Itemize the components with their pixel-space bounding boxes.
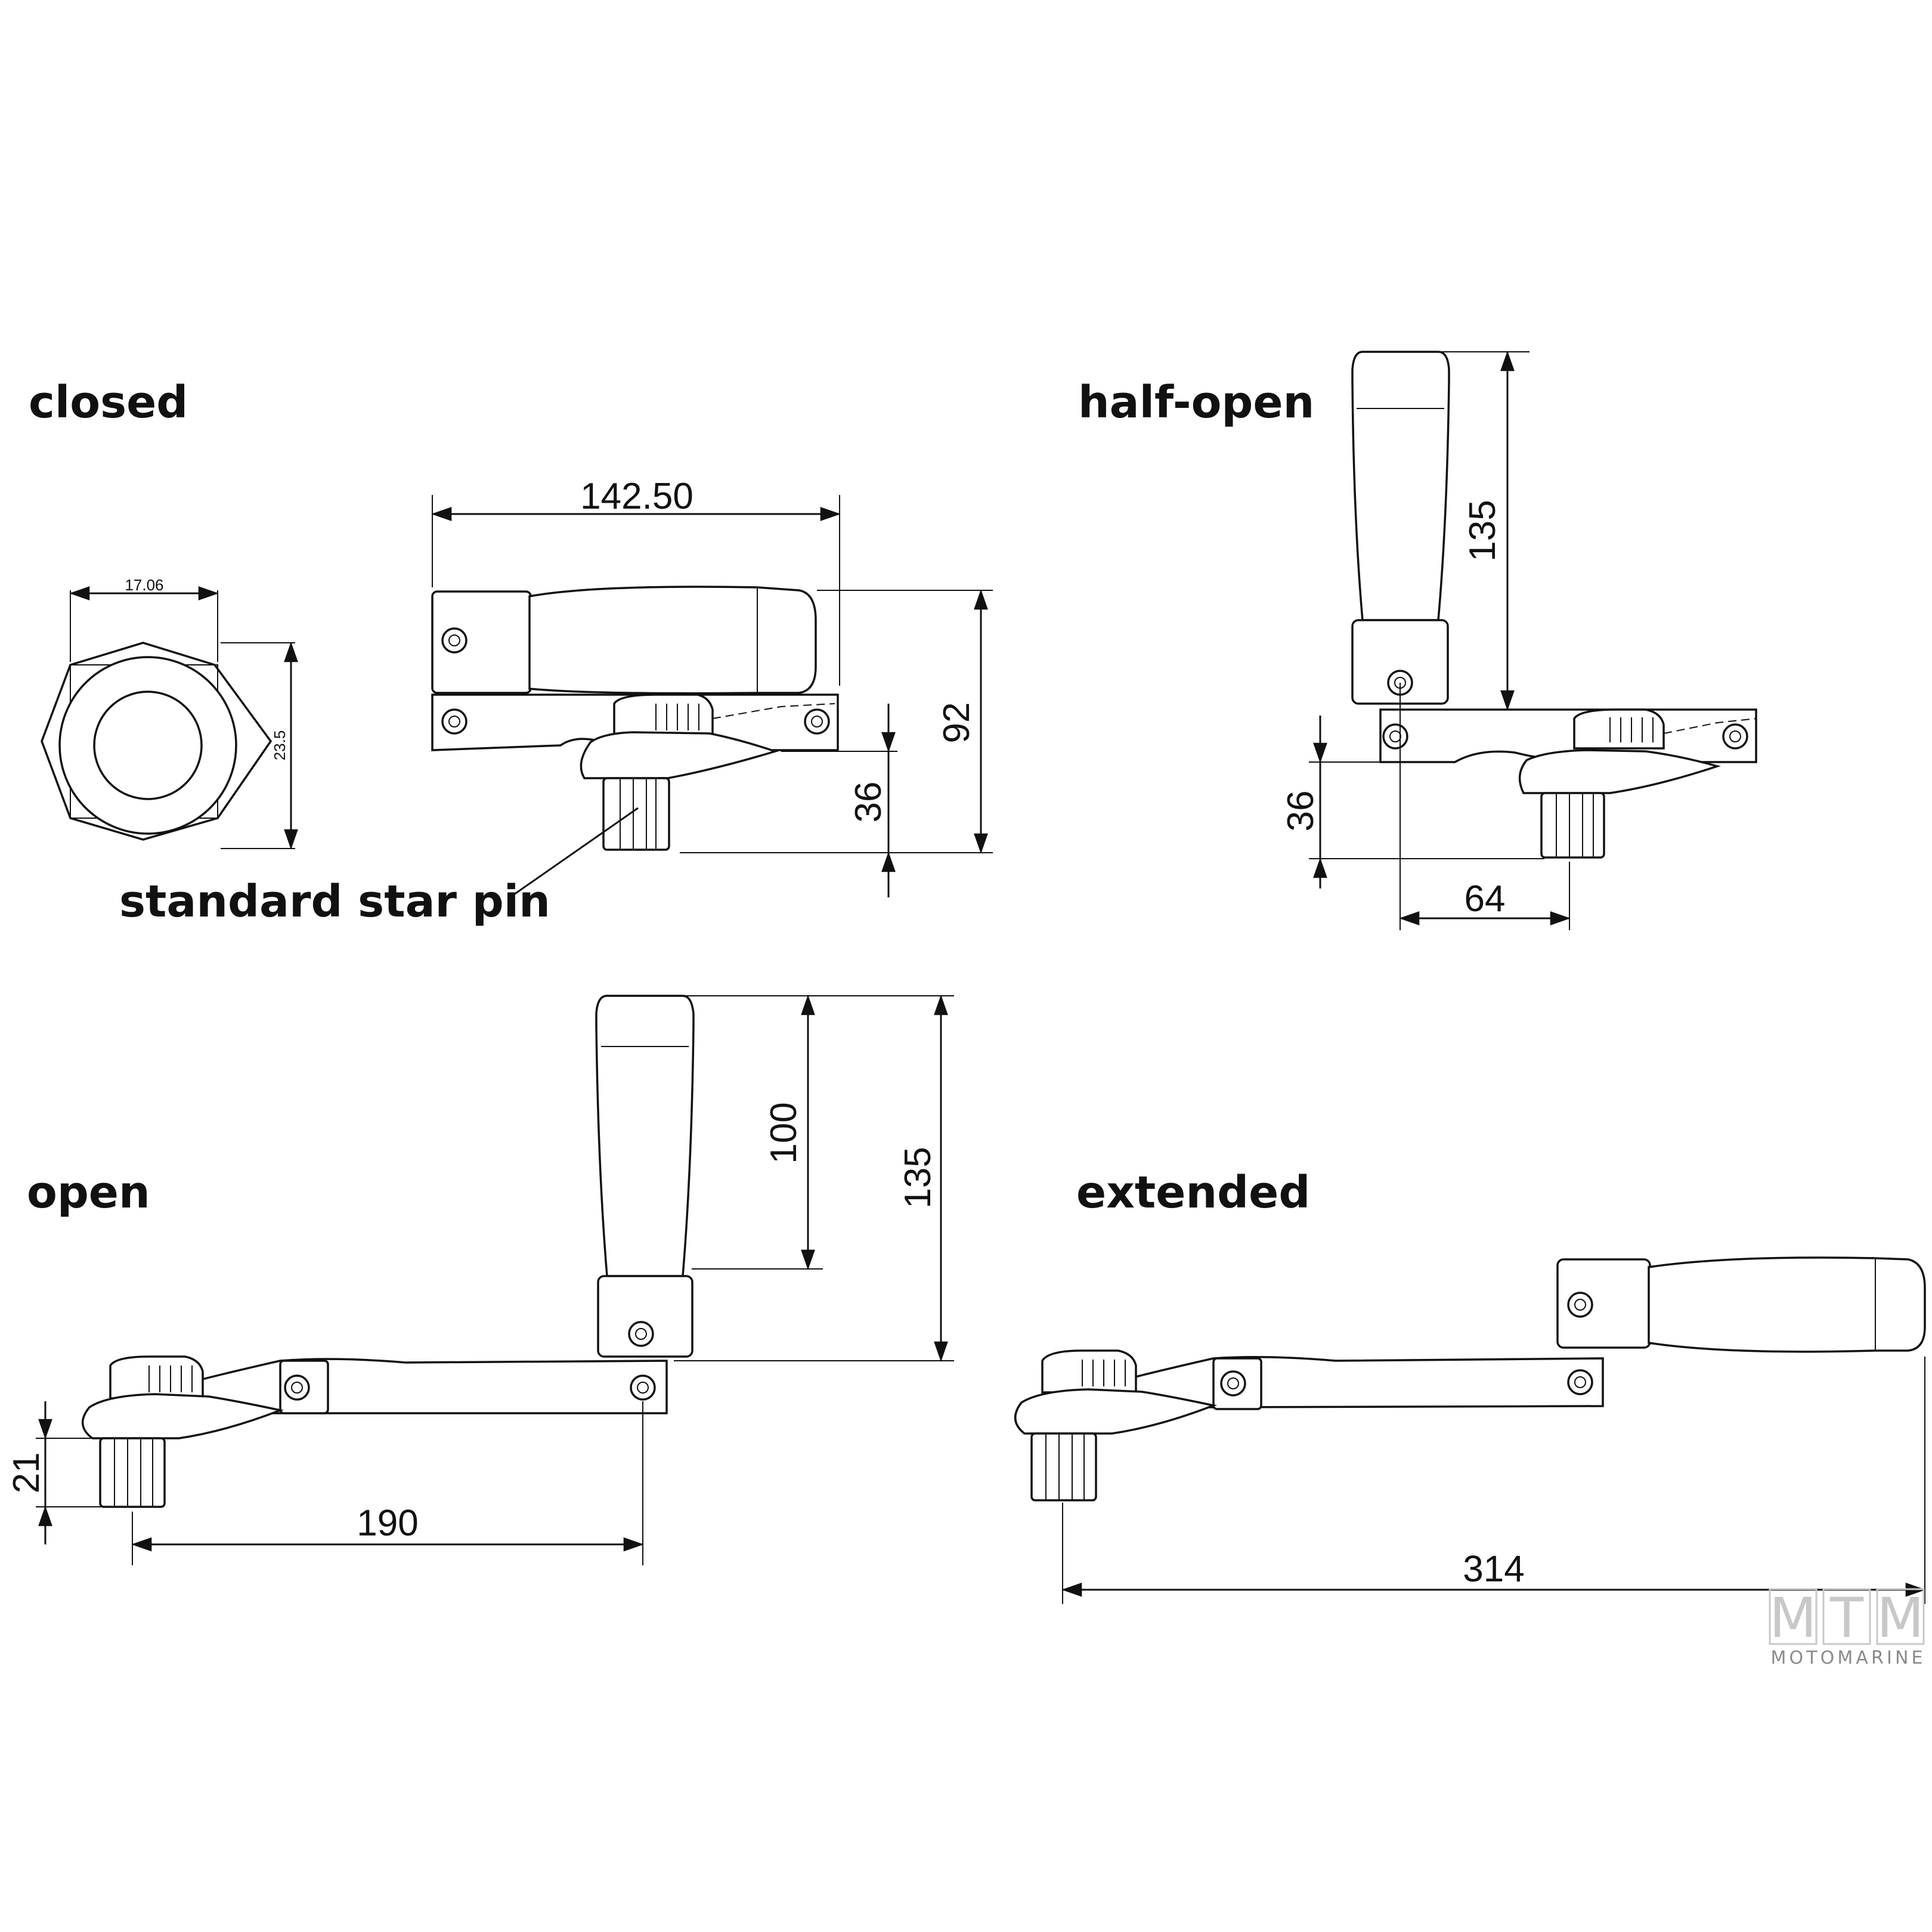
- open-grip-dim: 100: [763, 1102, 804, 1163]
- open-label: open: [27, 1167, 150, 1218]
- closed-label: closed: [29, 377, 188, 428]
- motomarine-logo: M T M MOTOMARINE: [1769, 1586, 1925, 1668]
- closed-handle-drawing: [431, 495, 993, 897]
- star-height-dim: 23.5: [271, 730, 289, 761]
- half-open-height-dim: 135: [1462, 500, 1503, 561]
- open-height-dim: 135: [897, 1147, 939, 1208]
- star-pin-end-view: [41, 586, 298, 850]
- closed-pin-dim: 36: [848, 782, 889, 823]
- logo-letter-2: T: [1829, 1586, 1864, 1650]
- logo-letter-3: M: [1877, 1586, 1924, 1650]
- star-pin-label: standard star pin: [119, 876, 550, 927]
- closed-height-dim: 92: [936, 702, 977, 744]
- half-open-pin-dim: 36: [1280, 791, 1321, 832]
- open-length-dim: 190: [357, 1503, 418, 1544]
- logo-name: MOTOMARINE: [1771, 1648, 1923, 1668]
- closed-width-dim: 142.50: [580, 476, 693, 517]
- half-open-label: half-open: [1078, 377, 1314, 428]
- logo-letter-1: M: [1769, 1586, 1816, 1650]
- extended-label: extended: [1076, 1167, 1310, 1218]
- star-width-dim: 17.06: [125, 576, 163, 594]
- extended-handle-drawing: [1014, 1256, 1926, 1604]
- half-open-offset-dim: 64: [1465, 878, 1506, 919]
- extended-length-dim: 314: [1463, 1549, 1524, 1590]
- half-open-handle-drawing: [1309, 351, 1757, 930]
- open-pin-dim: 21: [6, 1453, 47, 1494]
- open-handle-drawing: [36, 995, 954, 1565]
